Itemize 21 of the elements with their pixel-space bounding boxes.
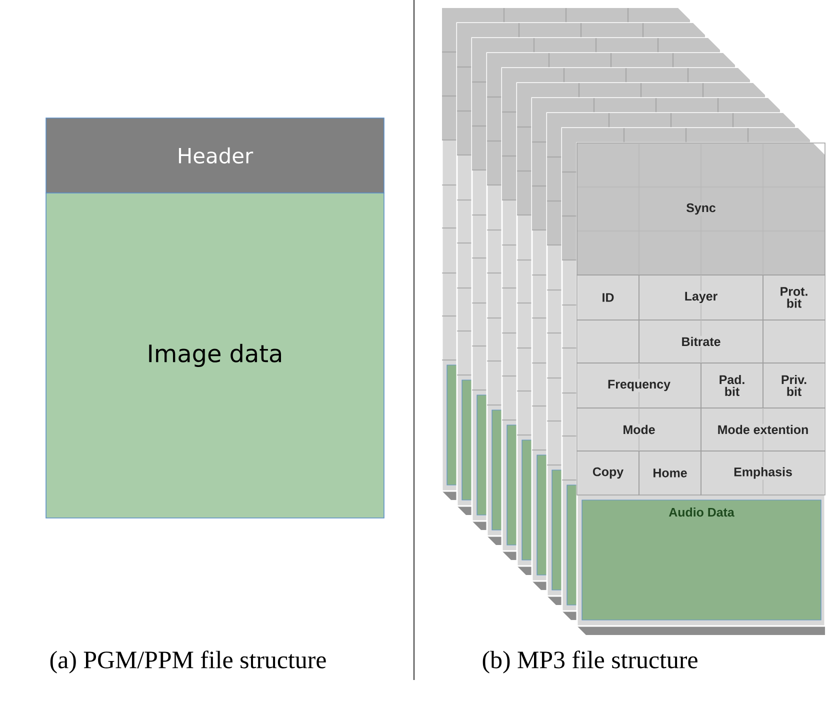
caption: (a) PGM/PPM file structure <box>50 650 326 674</box>
field-cell: ID <box>576 274 640 320</box>
empty-cell <box>576 320 640 364</box>
field-cell: Sync <box>576 142 826 276</box>
field-cell: Prot. bit <box>762 274 826 320</box>
field-cell: Frequency <box>576 362 702 408</box>
empty-cell <box>762 320 826 364</box>
field-cell: Layer <box>638 274 764 320</box>
header-box: Header <box>46 118 384 194</box>
field-cell: Mode <box>576 408 702 452</box>
field-cell: Home <box>638 450 702 496</box>
field-cell: Emphasis <box>700 450 826 496</box>
caption: (b) MP3 file structure <box>482 650 698 674</box>
field-cell: Pad. bit <box>700 362 764 408</box>
field-cell: Bitrate <box>638 320 764 364</box>
node-label: Audio Data <box>668 508 734 517</box>
data-box: Image data <box>46 192 384 518</box>
field-cell: Priv. bit <box>762 362 826 408</box>
field-cell: Copy <box>576 450 640 496</box>
data-box <box>582 500 822 620</box>
field-cell: Mode extention <box>700 408 826 452</box>
